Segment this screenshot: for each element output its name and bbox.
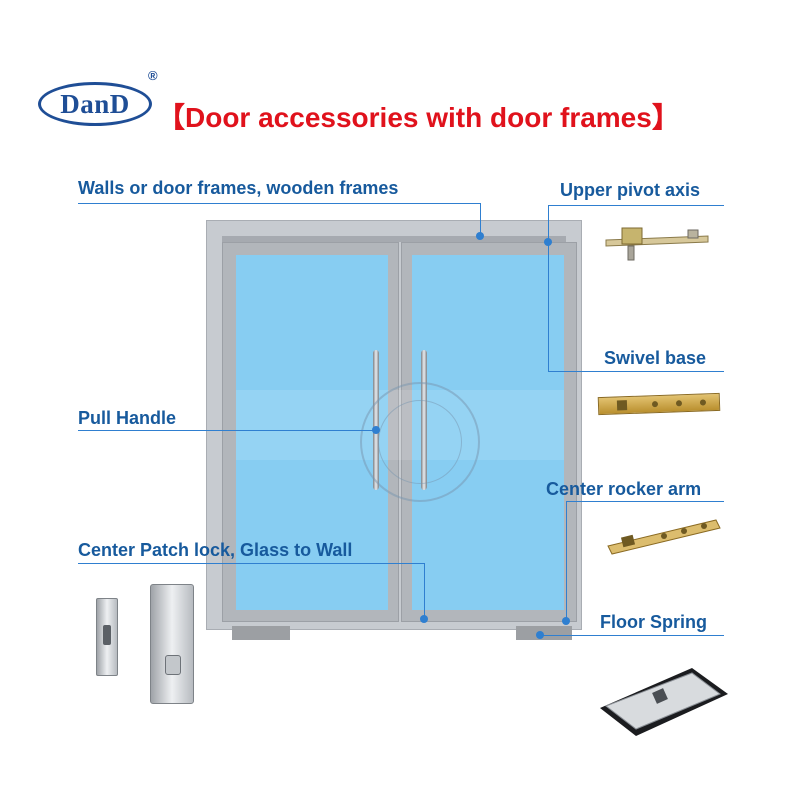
leader-floor-spring xyxy=(540,635,724,636)
logo-text: DanD xyxy=(60,88,130,119)
floor-block-left xyxy=(232,626,290,640)
label-floor-spring: Floor Spring xyxy=(600,612,707,632)
watermark-stamp xyxy=(360,382,480,502)
leader-patch-h xyxy=(78,563,424,564)
label-patch-lock: Center Patch lock, Glass to Wall xyxy=(78,540,353,560)
leader-walls-v xyxy=(480,203,481,235)
leader-patch-v xyxy=(424,563,425,618)
dand-logo: DanD xyxy=(38,82,152,126)
leader-swivel-h xyxy=(548,371,724,372)
leader-upper-pivot-h xyxy=(548,205,724,206)
label-walls: Walls or door frames, wooden frames xyxy=(78,178,399,198)
watermark-inner-ring xyxy=(378,400,462,484)
label-upper-pivot: Upper pivot axis xyxy=(560,180,701,200)
patch-lock-icon xyxy=(150,584,194,704)
marker-walls xyxy=(476,232,484,240)
floor-spring-icon xyxy=(596,660,732,740)
patch-lock-strike-icon xyxy=(96,598,118,676)
registered-mark: ® xyxy=(148,68,158,83)
top-rail xyxy=(222,236,566,242)
page-title: 【Door accessories with door frames】 xyxy=(157,102,680,133)
label-pull-handle: Pull Handle xyxy=(78,408,177,428)
leader-upper-pivot-v xyxy=(548,205,549,241)
label-center-rocker: Center rocker arm xyxy=(546,479,702,499)
leader-swivel-v xyxy=(548,245,549,371)
rocker-arm-icon xyxy=(604,508,722,560)
leader-pull-handle xyxy=(78,430,374,431)
marker-upper-pivot xyxy=(544,238,552,246)
label-swivel-base: Swivel base xyxy=(604,348,707,368)
leader-rocker-v xyxy=(566,501,567,621)
leader-rocker-h xyxy=(566,501,724,502)
floor-block-right xyxy=(516,626,572,640)
marker-rocker xyxy=(562,617,570,625)
leader-walls-h xyxy=(78,203,480,204)
marker-floor-spring xyxy=(536,631,544,639)
marker-patch-lock xyxy=(420,615,428,623)
swivel-base-icon xyxy=(597,392,721,416)
upper-pivot-icon xyxy=(604,222,712,268)
marker-pull-handle xyxy=(372,426,380,434)
